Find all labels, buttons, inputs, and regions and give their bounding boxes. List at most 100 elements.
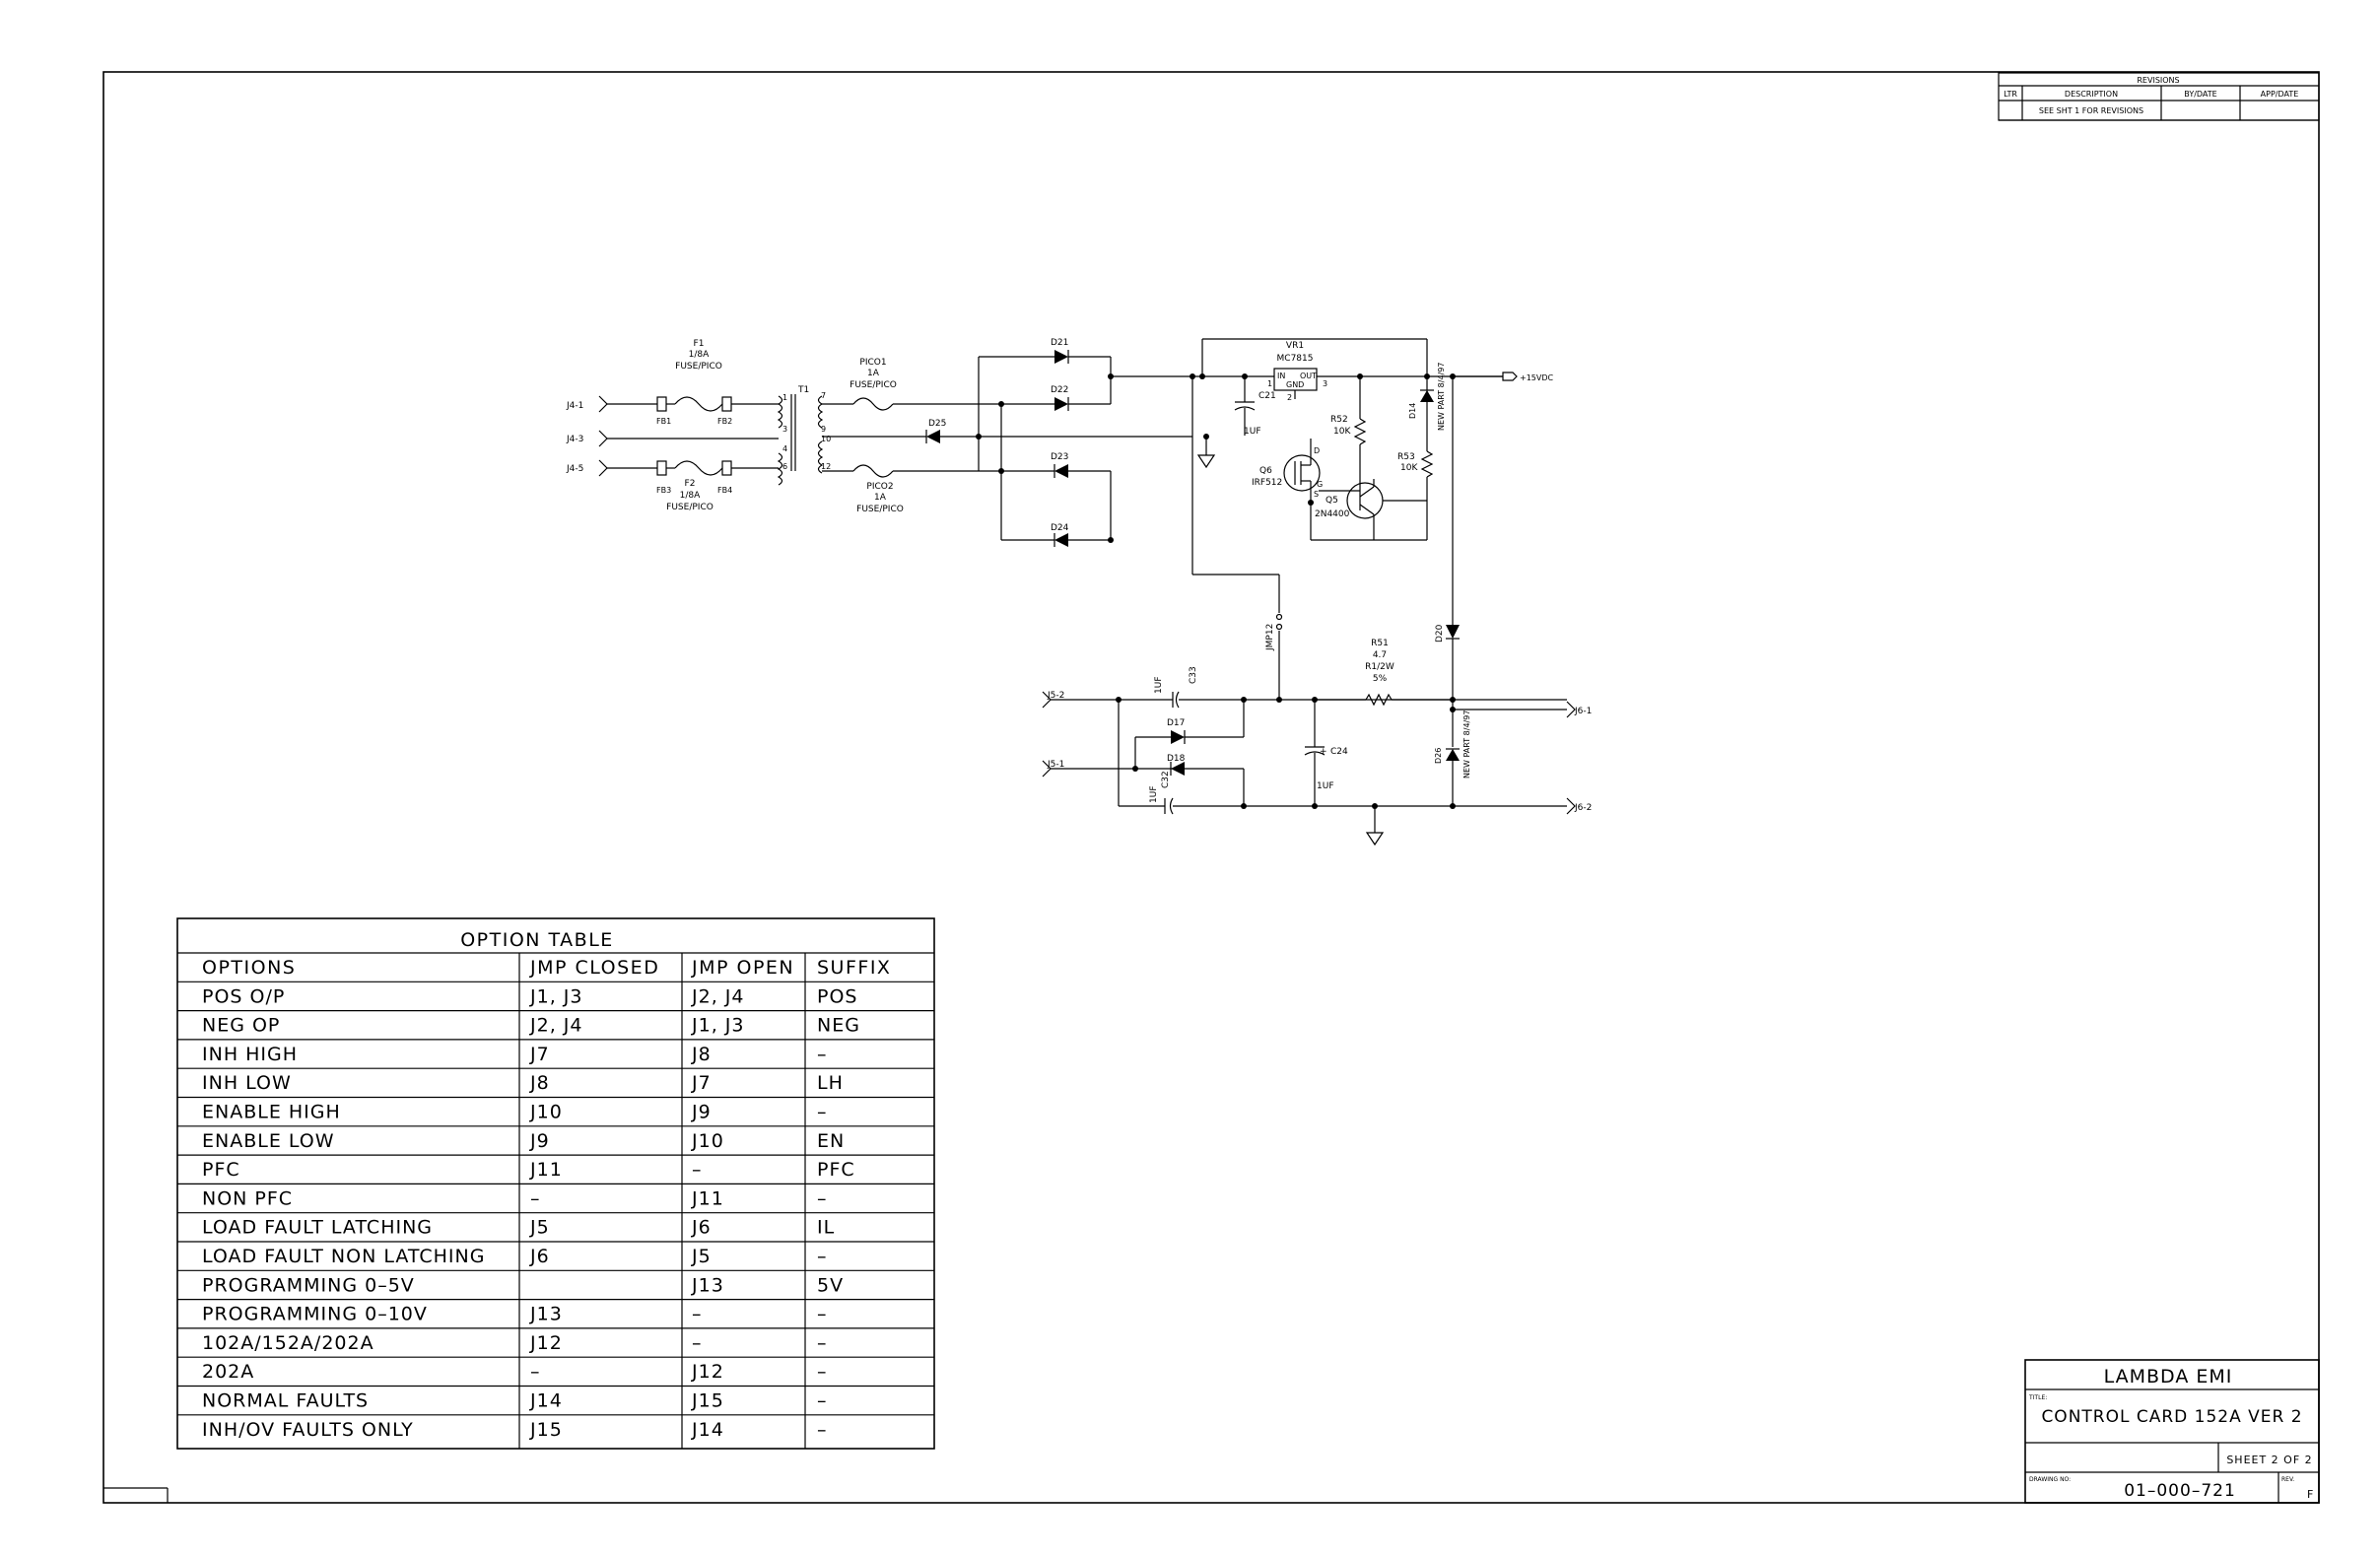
option-table-cell: LOAD FAULT NON LATCHING bbox=[202, 1246, 485, 1267]
company-name: LAMBDA EMI bbox=[2104, 1366, 2233, 1388]
option-table-cell: – bbox=[817, 1361, 828, 1383]
mosfet-q6-gate-pin: G bbox=[1317, 480, 1323, 489]
option-table-cell: J15 bbox=[691, 1390, 724, 1412]
resistor-r51-power: R1/2W bbox=[1365, 662, 1394, 672]
regulator-pin1: 1 bbox=[1267, 379, 1272, 388]
ground-symbol-1 bbox=[1196, 454, 1216, 469]
diode-d20-label: D20 bbox=[1435, 624, 1445, 643]
revision-letter: F bbox=[2307, 1488, 2313, 1501]
pico2-symbol bbox=[852, 464, 894, 478]
option-table-cell: NON PFC bbox=[202, 1187, 293, 1209]
resistor-r51-ref: R51 bbox=[1371, 639, 1389, 648]
drawing-border bbox=[102, 71, 2320, 1504]
option-table-cell: PROGRAMMING 0–10V bbox=[202, 1304, 428, 1325]
capacitor-c24-label: C24 bbox=[1330, 747, 1348, 757]
option-table-cell: IL bbox=[817, 1217, 835, 1239]
connector-j4-3-arrow bbox=[598, 430, 608, 447]
revisions-header-app-date: APP/DATE bbox=[2261, 90, 2299, 99]
diode-d23-symbol bbox=[1054, 464, 1068, 478]
option-table-cell: J11 bbox=[529, 1159, 563, 1181]
option-table-cell: J7 bbox=[691, 1072, 712, 1094]
diode-d18-symbol bbox=[1171, 762, 1185, 776]
capacitor-c32-symbol bbox=[1169, 797, 1174, 815]
ferrite-fb2 bbox=[721, 396, 732, 412]
pico1-type: FUSE/PICO bbox=[850, 380, 897, 390]
transistor-q5-ref: Q5 bbox=[1326, 496, 1338, 506]
pico2-rating: 1A bbox=[874, 493, 887, 503]
connector-j6-1-arrow bbox=[1566, 701, 1576, 718]
option-table-cell: PFC bbox=[202, 1159, 240, 1181]
mosfet-q6-ref: Q6 bbox=[1259, 466, 1272, 476]
option-table-cell: J9 bbox=[529, 1130, 550, 1152]
fuse-f2-type: FUSE/PICO bbox=[666, 503, 714, 512]
option-table-cell: INH HIGH bbox=[202, 1044, 298, 1065]
option-table-cell: – bbox=[692, 1159, 703, 1181]
diode-d21-symbol bbox=[1054, 350, 1068, 364]
option-table-cell: NORMAL FAULTS bbox=[202, 1390, 369, 1412]
connector-j6-2: J6-2 bbox=[1574, 803, 1592, 813]
option-table-cell: NEG bbox=[817, 1015, 860, 1037]
option-table-cell: J13 bbox=[529, 1304, 563, 1325]
rectifier-section: PICO1 1A FUSE/PICO PICO2 1A FUSE/PICO D2… bbox=[822, 338, 1192, 547]
option-table-title: OPTION TABLE bbox=[460, 929, 614, 951]
option-table-header: JMP OPEN bbox=[691, 957, 794, 979]
capacitor-c21-symbol bbox=[1234, 406, 1256, 411]
option-table-cell: – bbox=[692, 1304, 703, 1325]
option-table-cell: J13 bbox=[691, 1274, 724, 1296]
option-table-header: OPTIONS bbox=[202, 957, 296, 979]
ferrite-fb2-label: FB2 bbox=[717, 417, 732, 426]
resistor-r53-ref: R53 bbox=[1397, 452, 1415, 462]
capacitor-c24-value: 1UF bbox=[1317, 781, 1334, 791]
fuse-f1-rating: 1/8A bbox=[689, 350, 710, 360]
option-table-cell: INH LOW bbox=[202, 1072, 292, 1094]
transistor-q5-symbol bbox=[1346, 482, 1384, 519]
diode-d22-label: D22 bbox=[1051, 385, 1068, 395]
input-section: J4-1 J4-3 J4-5 FB1 FB2 F1 1/8A FUSE/PICO… bbox=[566, 339, 779, 512]
option-table-cell: J5 bbox=[529, 1217, 550, 1239]
regulator-gnd-pin: GND bbox=[1286, 380, 1304, 389]
option-table-cell: J2, J4 bbox=[691, 985, 744, 1007]
diode-d24-symbol bbox=[1054, 533, 1068, 547]
connector-j4-1: J4-1 bbox=[566, 401, 583, 411]
option-table-cell: LOAD FAULT LATCHING bbox=[202, 1217, 433, 1239]
t1-pin-9: 9 bbox=[821, 425, 826, 434]
ferrite-fb4 bbox=[721, 460, 732, 476]
output-15vdc-label: +15VDC bbox=[1520, 373, 1554, 382]
mosfet-q6-drain-pin: D bbox=[1314, 446, 1320, 455]
mosfet-q6-symbol bbox=[1283, 454, 1321, 492]
connector-j4-5: J4-5 bbox=[566, 464, 583, 474]
t1-pin-4: 4 bbox=[782, 444, 787, 453]
option-table-cell: J12 bbox=[691, 1361, 724, 1383]
option-table-cell: PFC bbox=[817, 1159, 855, 1181]
regulator-ref: VR1 bbox=[1286, 341, 1304, 351]
option-table-cell: J8 bbox=[529, 1072, 550, 1094]
ferrite-fb1-label: FB1 bbox=[656, 417, 671, 426]
option-table-cell: J10 bbox=[691, 1130, 724, 1152]
option-table-cell: J15 bbox=[529, 1419, 563, 1441]
revisions-header-ltr: LTR bbox=[2004, 90, 2017, 99]
option-table-cell: EN bbox=[817, 1130, 845, 1152]
pico2-type: FUSE/PICO bbox=[856, 505, 904, 514]
t1-pin-7: 7 bbox=[821, 391, 826, 400]
option-table-cell: POS O/P bbox=[202, 985, 285, 1007]
option-table-cell: J5 bbox=[691, 1246, 712, 1267]
option-table-cell: J9 bbox=[691, 1102, 712, 1123]
capacitor-c32-value: 1UF bbox=[1149, 786, 1159, 804]
option-table-cell: – bbox=[817, 1419, 828, 1441]
option-table-cell: PROGRAMMING 0–5V bbox=[202, 1274, 415, 1296]
connector-j5-2: J5-2 bbox=[1047, 691, 1064, 701]
connector-j6-2-arrow bbox=[1566, 797, 1576, 815]
option-table-cell: J7 bbox=[529, 1044, 550, 1065]
fuse-f2-ref: F2 bbox=[685, 479, 696, 489]
option-table-cell: – bbox=[530, 1187, 541, 1209]
option-table-cell: ENABLE LOW bbox=[202, 1130, 335, 1152]
option-table-cell: J6 bbox=[529, 1246, 550, 1267]
diode-d14-label: D14 bbox=[1408, 403, 1417, 419]
ferrite-fb3 bbox=[656, 460, 667, 476]
jumper-jmp12-pin-a bbox=[1275, 613, 1283, 621]
pico1-rating: 1A bbox=[867, 369, 880, 378]
mosfet-q6-part: IRF512 bbox=[1252, 478, 1282, 488]
revisions-block: REVISIONS LTR DESCRIPTION BY/DATE APP/DA… bbox=[1998, 72, 2320, 121]
option-table-cell: J14 bbox=[529, 1390, 563, 1412]
